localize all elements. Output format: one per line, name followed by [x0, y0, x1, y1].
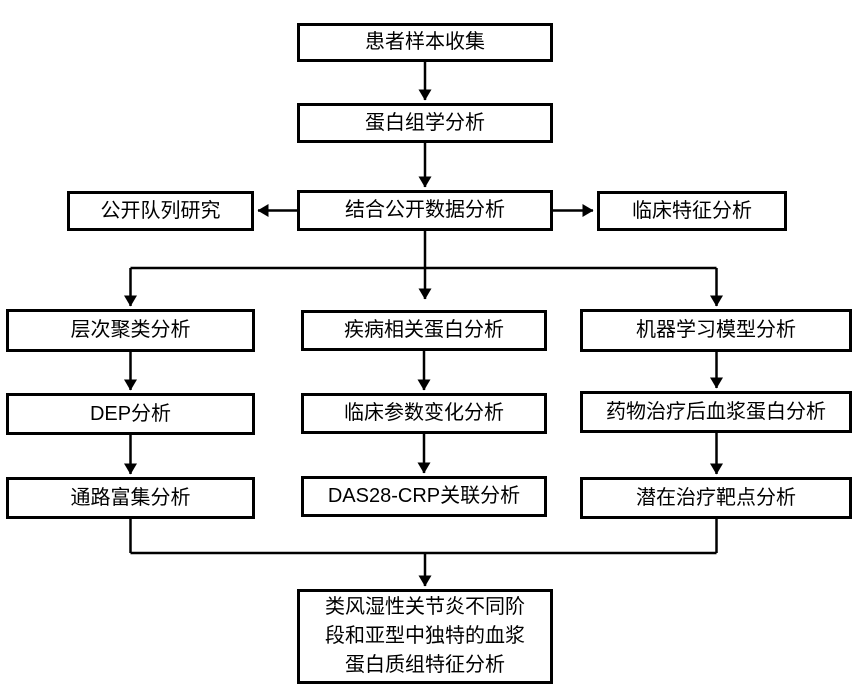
node-label: DEP分析: [89, 402, 172, 425]
node-label: 临床参数变化分析: [344, 402, 504, 424]
node-label: 通路富集分析: [70, 486, 191, 509]
node-label: 药物治疗后血浆蛋白分析: [606, 400, 826, 423]
node-public-cohort-study: 公开队列研究: [67, 191, 254, 231]
node-label: 临床特征分析: [632, 199, 752, 222]
node-combined-public-data-analysis: 结合公开数据分析: [297, 190, 553, 231]
node-post-treatment-plasma-protein-analysis: 药物治疗后血浆蛋白分析: [580, 391, 852, 433]
node-dep-analysis: DEP分析: [6, 393, 255, 435]
node-hierarchical-clustering-analysis: 层次聚类分析: [6, 309, 255, 352]
node-label: 机器学习模型分析: [636, 319, 796, 341]
node-clinical-parameter-change-analysis: 临床参数变化分析: [301, 393, 547, 434]
node-label: 公开队列研究: [100, 199, 221, 222]
node-label: 蛋白组学分析: [365, 111, 485, 134]
node-label: DAS28-CRP关联分析: [327, 485, 521, 507]
node-potential-therapy-target-analysis: 潜在治疗靶点分析: [580, 477, 852, 519]
node-clinical-feature-analysis: 临床特征分析: [597, 191, 787, 231]
node-label-line: 蛋白质组特征分析: [345, 654, 505, 676]
node-label-line: 段和亚型中独特的血浆: [325, 625, 525, 647]
node-pathway-enrichment-analysis: 通路富集分析: [6, 477, 255, 519]
node-disease-related-protein-analysis: 疾病相关蛋白分析: [301, 310, 547, 351]
node-label: 层次聚类分析: [70, 319, 191, 341]
node-patient-sample-collection: 患者样本收集: [297, 23, 553, 62]
node-machine-learning-model-analysis: 机器学习模型分析: [580, 309, 852, 352]
node-label-line: 类风湿性关节炎不同阶: [325, 596, 525, 618]
node-label: 患者样本收集: [365, 31, 485, 53]
node-das28-crp-association-analysis: DAS28-CRP关联分析: [301, 476, 547, 517]
node-proteomics-analysis: 蛋白组学分析: [297, 103, 553, 143]
node-final-proteome-signature-analysis: 类风湿性关节炎不同阶 段和亚型中独特的血浆 蛋白质组特征分析: [297, 589, 553, 684]
node-label: 结合公开数据分析: [345, 199, 505, 221]
node-label: 疾病相关蛋白分析: [344, 319, 504, 341]
node-label: 潜在治疗靶点分析: [636, 486, 796, 509]
